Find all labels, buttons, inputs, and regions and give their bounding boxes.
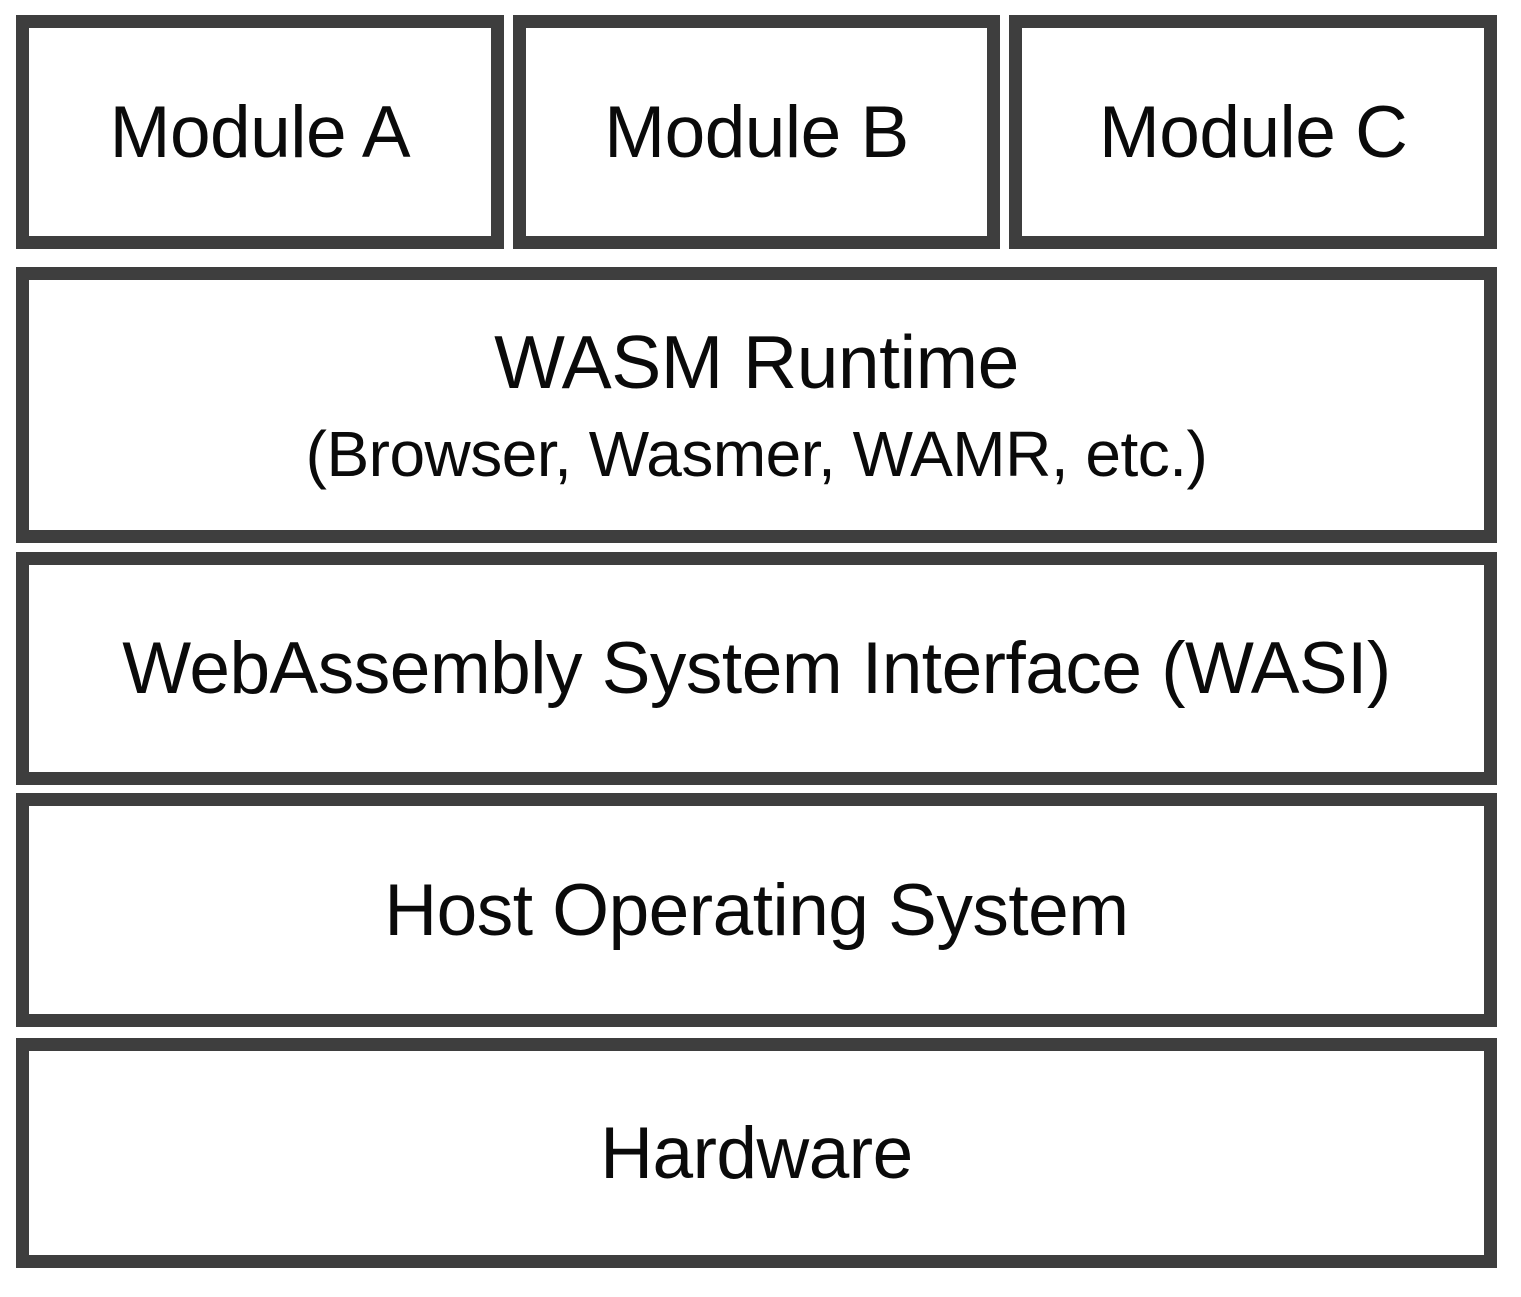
wasm-runtime-subtitle: (Browser, Wasmer, WAMR, etc.) [305,417,1208,490]
wasi-label: WebAssembly System Interface (WASI) [122,628,1391,709]
hardware-box: Hardware [16,1038,1497,1268]
module-b-label: Module B [604,91,909,173]
module-c-label: Module C [1098,91,1408,173]
module-c-box: Module C [1009,15,1498,249]
module-a-label: Module A [109,91,411,173]
module-a-box: Module A [16,15,504,249]
wasm-runtime-box: WASM Runtime (Browser, Wasmer, WAMR, etc… [16,267,1497,543]
wasi-box: WebAssembly System Interface (WASI) [16,552,1497,785]
host-os-box: Host Operating System [16,793,1497,1027]
module-b-box: Module B [512,15,1001,249]
host-os-label: Host Operating System [384,869,1129,951]
hardware-label: Hardware [600,1112,913,1194]
modules-row: Module A Module B Module C [16,15,1498,249]
wasm-runtime-title: WASM Runtime [494,319,1019,404]
